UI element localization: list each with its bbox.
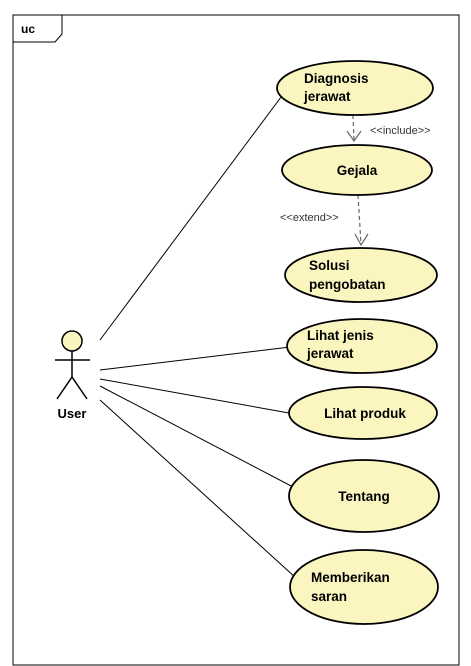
extend-label: <<extend>>: [280, 212, 339, 224]
actor-head-icon: [61, 330, 83, 352]
use-case-label-line1: Solusi: [309, 258, 350, 273]
association-saran: [99, 399, 297, 579]
use-case-tentang[interactable]: Tentang: [288, 459, 440, 533]
use-case-gejala[interactable]: Gejala: [281, 144, 433, 196]
actor-left-leg: [56, 376, 73, 400]
association-lihat-jenis: [99, 346, 291, 371]
frame-tab: [13, 15, 63, 43]
use-case-solusi-pengobatan[interactable]: Solusi pengobatan: [284, 247, 438, 303]
use-case-label-line2: saran: [311, 589, 347, 604]
association-diagnosis: [99, 84, 291, 341]
frame-label: uc: [21, 22, 35, 36]
extend-arrowhead: [354, 233, 369, 247]
use-case-lihat-jenis-jerawat[interactable]: Lihat jenis jerawat: [286, 318, 438, 374]
use-case-label-line1: Diagnosis: [304, 71, 369, 86]
use-case-label-line1: Lihat jenis: [307, 328, 374, 343]
use-case-label: Tentang: [338, 489, 390, 504]
extend-dependency: [357, 194, 362, 245]
actor-right-leg: [71, 376, 88, 400]
use-case-diagnosis-jerawat[interactable]: Diagnosis jerawat: [276, 60, 434, 116]
use-case-label-line2: jerawat: [303, 89, 351, 104]
include-label: <<include>>: [370, 125, 431, 137]
use-case-label: Gejala: [337, 163, 378, 178]
include-arrowhead: [346, 130, 362, 143]
association-lihat-produk: [99, 378, 290, 414]
actor-label: User: [58, 406, 87, 421]
use-case-lihat-produk[interactable]: Lihat produk: [288, 386, 438, 440]
association-tentang: [99, 385, 296, 489]
use-case-label-line1: Memberikan: [311, 570, 390, 585]
use-case-label-line2: pengobatan: [309, 277, 386, 292]
use-case-memberikan-saran[interactable]: Memberikan saran: [289, 549, 439, 625]
actor-user[interactable]: User: [55, 330, 90, 421]
use-case-label: Lihat produk: [324, 406, 406, 421]
use-case-label-line2: jerawat: [306, 346, 354, 361]
